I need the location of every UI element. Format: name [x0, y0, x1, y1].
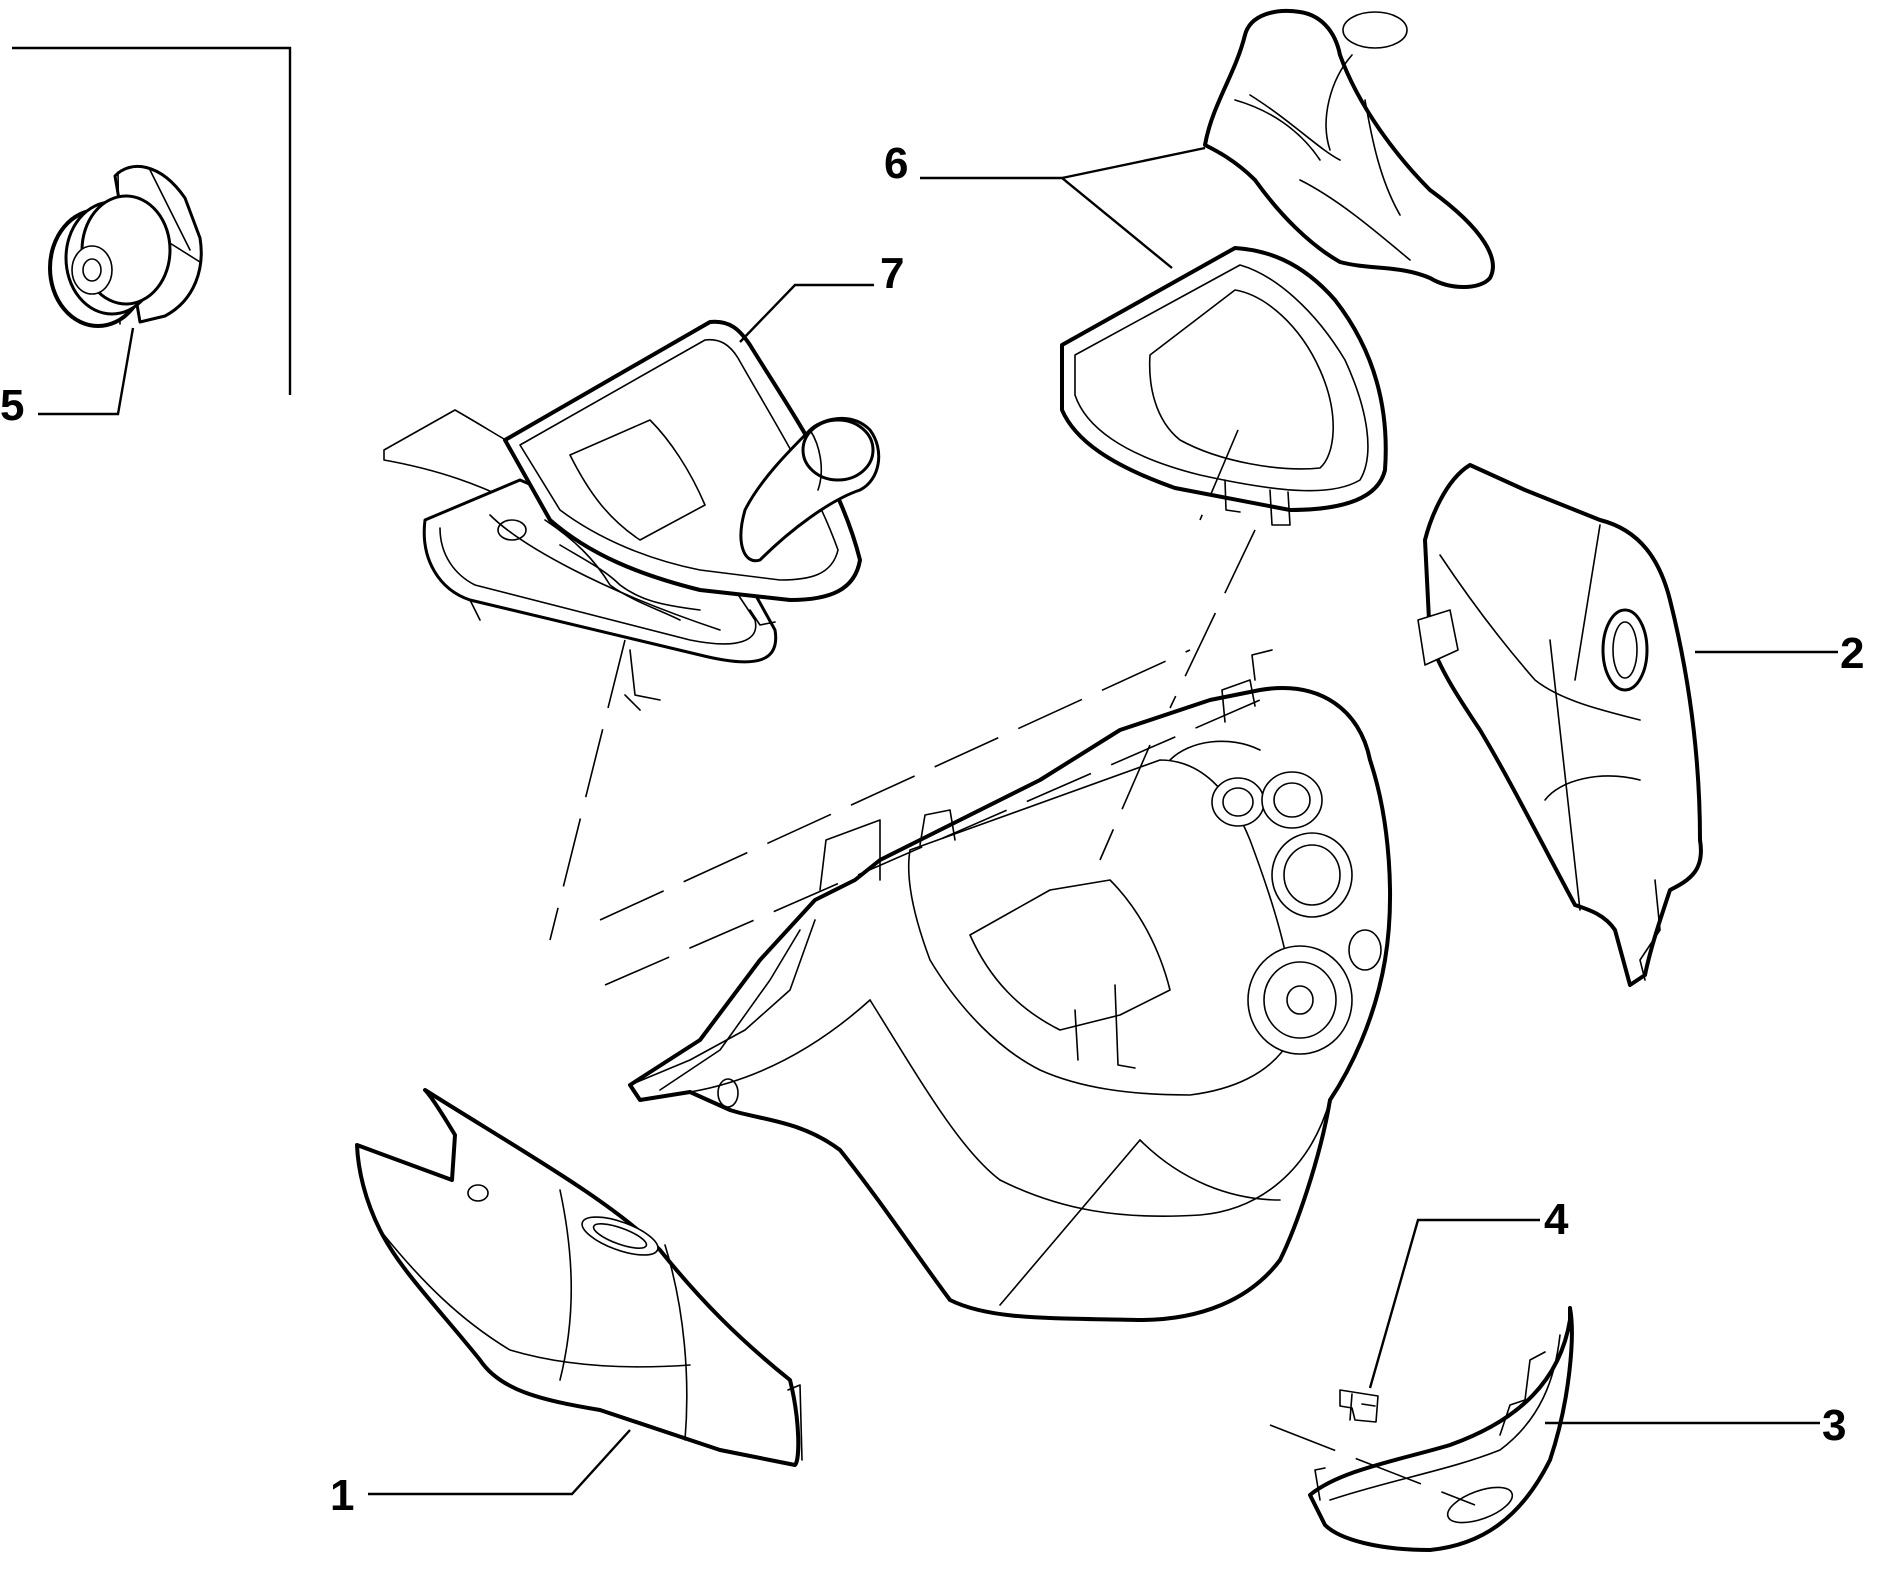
assembly-guide-lines: [549, 429, 1476, 1506]
label-part-3: 3: [1822, 1401, 1846, 1450]
part-1-lower-cover: [355, 1088, 803, 1467]
part-4-clip: [1339, 1389, 1379, 1423]
label-part-5: 5: [0, 381, 24, 430]
center-console-body: [628, 649, 1392, 1322]
leader-lines: [38, 146, 1838, 1496]
part-number-labels: 1 2 3 4 5 6 7: [0, 139, 1864, 1520]
part-7-shifter-bezel: [503, 319, 881, 626]
part-3-front-cover: [1308, 1306, 1574, 1552]
label-part-1: 1: [330, 1471, 354, 1520]
label-part-7: 7: [880, 249, 904, 298]
label-part-6: 6: [884, 139, 908, 188]
label-part-2: 2: [1840, 629, 1864, 678]
part-6-trim-frame: [1060, 246, 1388, 526]
label-part-4: 4: [1544, 1195, 1569, 1244]
part-5-detail-frame: [12, 46, 292, 395]
part-2-side-panel: [1417, 463, 1703, 987]
part-7-shifter-frame: [383, 409, 778, 711]
part-5-grommet: [48, 164, 203, 328]
part-6-gear-boot: [1203, 8, 1495, 289]
